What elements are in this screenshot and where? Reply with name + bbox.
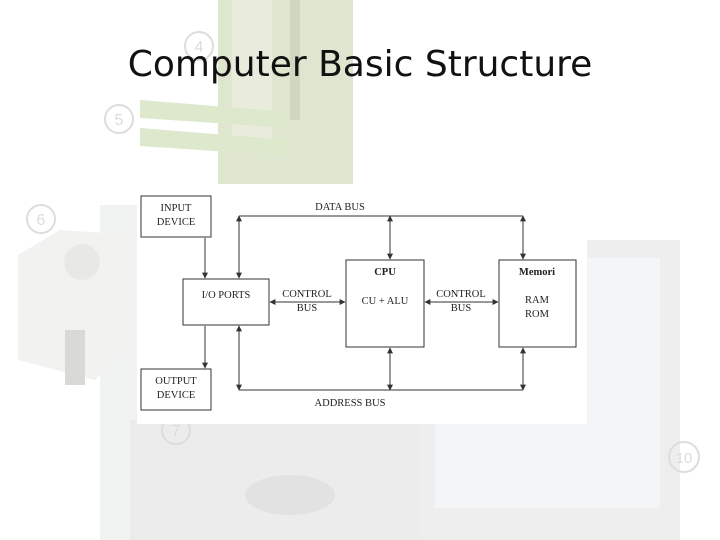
svg-text:4: 4 (195, 39, 204, 56)
cpu-body: CU + ALU (362, 296, 409, 307)
io-ports-label: I/O PORTS (202, 290, 251, 301)
input-device-label-1: INPUT (161, 203, 193, 214)
motherboard-slot (290, 0, 300, 120)
expansion-card-2 (140, 128, 290, 156)
diagram-panel: INPUT DEVICE I/O PORTS OUTPUT DEVICE CPU… (137, 184, 587, 424)
callout-10: 10 (668, 441, 700, 473)
svg-text:6: 6 (37, 212, 46, 229)
output-device-label-2: DEVICE (157, 390, 196, 401)
memory-title: Memori (519, 267, 555, 278)
input-device-box (140, 195, 212, 238)
memory-box (498, 259, 577, 348)
control-bus-right-label-2: BUS (451, 303, 472, 314)
svg-text:7: 7 (172, 423, 181, 440)
memory-ram: RAM (525, 295, 550, 306)
computer-structure-diagram: INPUT DEVICE I/O PORTS OUTPUT DEVICE CPU… (140, 195, 577, 411)
io-ports-box (182, 278, 270, 326)
output-device-label-1: OUTPUT (155, 376, 197, 387)
memory-rom: ROM (525, 309, 550, 320)
callout-6: 6 (26, 204, 56, 234)
slide-title: Computer Basic Structure (127, 44, 593, 85)
output-device-box (140, 368, 212, 411)
input-device-label-2: DEVICE (157, 217, 196, 228)
cpu-title: CPU (374, 267, 396, 278)
hard-drive-shape (245, 475, 335, 515)
expansion-card-1 (140, 100, 290, 128)
svg-text:10: 10 (676, 450, 693, 467)
power-supply-fan (64, 244, 100, 280)
svg-text:5: 5 (115, 112, 124, 129)
control-bus-left-label-2: BUS (297, 303, 318, 314)
control-bus-right-label-1: CONTROL (436, 289, 486, 300)
control-bus-left-label-1: CONTROL (282, 289, 332, 300)
data-bus-label: DATA BUS (315, 202, 365, 213)
cpu-box (345, 259, 425, 348)
callout-5: 5 (104, 104, 134, 134)
power-supply-shape (18, 230, 135, 380)
power-cable (65, 330, 85, 385)
callout-4: 4 (184, 31, 214, 61)
address-bus-label: ADDRESS BUS (315, 398, 386, 409)
